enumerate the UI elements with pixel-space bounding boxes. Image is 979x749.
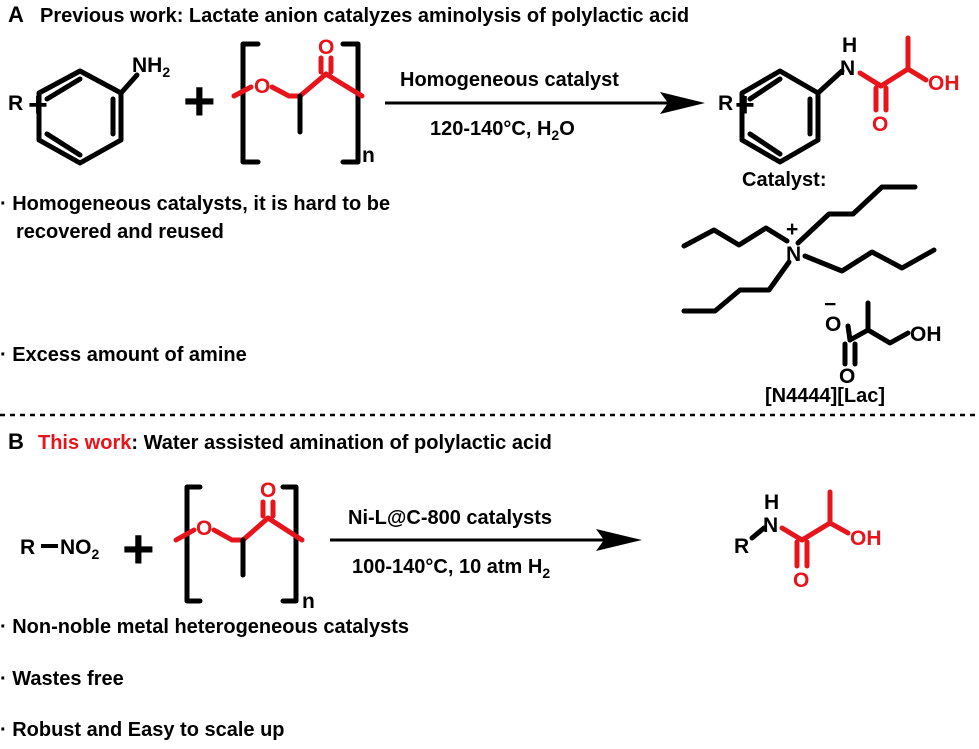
aniline-r-plus: + (28, 86, 48, 124)
pla-b-repeat-n: n (302, 590, 315, 613)
catalyst-oh: OH (910, 323, 942, 346)
pla-a-repeat-n: n (362, 144, 375, 167)
reaction-arrow-b (330, 529, 642, 551)
product-b-r: R (734, 535, 749, 558)
bullet-a-2: · Excess amount of amine (0, 344, 247, 366)
product-b-n: N (763, 514, 778, 537)
reactant-b-r: R (20, 536, 35, 559)
section-b-heading-highlight: This work (38, 432, 132, 454)
reactant-b-no2: NO2 (60, 536, 100, 562)
section-b-letter: B (8, 429, 24, 454)
catalyst-label: Catalyst: (742, 169, 826, 191)
aniline-nh2-label: NH2 (132, 54, 170, 80)
bullet-a-1-line1: · Homogeneous catalysts, it is hard to b… (0, 193, 390, 215)
product-b-carbonyl-o: O (793, 569, 809, 592)
plus-sign-b: + (122, 517, 155, 580)
pla-b-carbonyl-o: O (260, 479, 276, 502)
arrow-b-bottom-label: 100-140°C, 10 atm H2 (352, 556, 550, 581)
pla-polymer-b (173, 484, 305, 604)
section-a: A Previous work: Lactate anion catalyzes… (0, 2, 960, 407)
catalyst-name: [N4444][Lac] (765, 385, 885, 407)
bullet-b-1: · Non-noble metal heterogeneous catalyst… (0, 616, 409, 638)
catalyst-structure (681, 184, 937, 367)
catalyst-o-minus: O (825, 313, 841, 336)
section-a-letter: A (8, 2, 24, 27)
product-b-h: H (764, 491, 779, 514)
section-b: B This work: Water assisted amination of… (0, 429, 882, 741)
section-b-heading: This work: Water assisted amination of p… (38, 432, 552, 454)
product-a-n: N (840, 57, 855, 80)
product-a-r-plus: + (735, 86, 755, 124)
catalyst-n-charge: + (786, 218, 798, 241)
product-a-structure (739, 35, 929, 165)
section-a-heading: Previous work: Lactate anion catalyzes a… (40, 5, 689, 27)
arrow-a-bottom-label: 120-140°C, H2O (430, 118, 575, 143)
pla-polymer-a (231, 41, 365, 165)
catalyst-carbonyl-o: O (839, 365, 855, 388)
product-a-carbonyl-o: O (872, 113, 888, 136)
pla-a-ester-o: O (254, 75, 270, 98)
arrow-b-top-label: Ni-L@C-800 catalysts (348, 507, 552, 529)
pla-b-ester-o: O (196, 517, 212, 540)
section-b-heading-rest: : Water assisted amination of polylactic… (131, 432, 551, 454)
bullet-b-2: · Wastes free (0, 668, 124, 690)
arrow-a-top-label: Homogeneous catalyst (400, 69, 619, 91)
product-a-oh: OH (928, 72, 960, 95)
bullet-b-3: · Robust and Easy to scale up (0, 719, 285, 741)
reaction-arrow-a (385, 92, 705, 114)
plus-sign-a: + (183, 69, 216, 132)
product-a-h: H (842, 34, 857, 57)
product-b-structure (749, 489, 851, 569)
product-b-oh: OH (850, 527, 882, 550)
product-a-r-label: R (718, 92, 733, 115)
catalyst-o-charge: − (824, 293, 836, 316)
pla-a-carbonyl-o: O (318, 36, 334, 59)
aniline-r-label: R (8, 92, 23, 115)
aniline-structure (36, 68, 140, 166)
catalyst-n: N (786, 243, 801, 266)
bullet-a-1-line2: recovered and reused (16, 221, 224, 243)
